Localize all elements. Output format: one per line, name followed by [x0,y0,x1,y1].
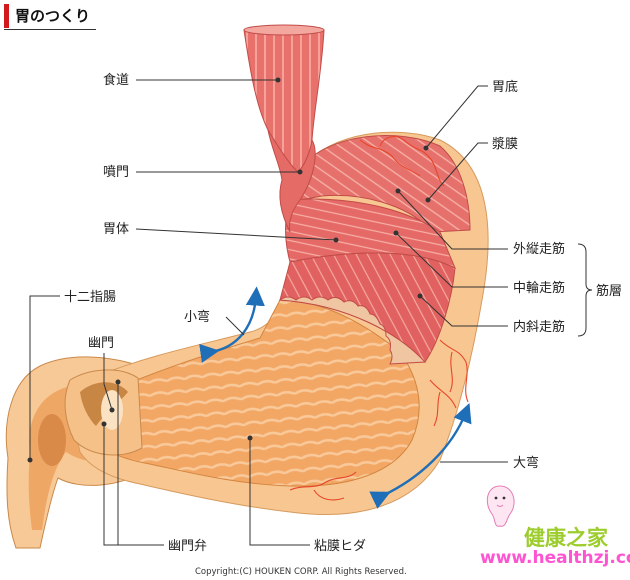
cut-edge [278,296,427,365]
title-bar: 胃のつくり [4,4,96,30]
label-fundus: 胃底 [492,79,518,95]
title-marker [4,4,9,28]
mascot-icon [486,485,515,527]
duodenum-lumen-shadow [38,414,66,466]
label-mucosal-folds: 粘膜ヒダ [314,539,366,554]
label-cardia: 噴門 [103,165,129,180]
label-greater-curvature: 大弯 [513,455,539,471]
copyright-notice: Copyright:(C) HOUKEN CORP. All Rights Re… [195,567,407,577]
label-serosa: 漿膜 [492,137,518,152]
label-lesser-curvature: 小弯 [184,309,210,325]
label-inner-oblique: 内斜走筋 [513,319,565,335]
label-esophagus: 食道 [103,72,129,88]
label-body: 胃体 [103,222,129,237]
title-underline [4,29,96,30]
leader-lines [29,79,593,546]
esophagus-opening [243,24,325,36]
greater-curvature-arrow[interactable] [369,403,472,509]
watermark-url[interactable]: www.healthzj.com [480,548,630,568]
label-pylorus: 幽門 [88,336,114,351]
label-outer-longitudinal: 外縦走筋 [513,241,565,257]
outer-longitudinal-muscle [299,135,471,233]
label-middle-circular: 中輪走筋 [513,280,565,296]
leader-dots [27,77,431,463]
page-title: 胃のつくり [15,7,91,25]
label-muscle-layer: 筋層 [596,283,622,299]
watermark-chinese: 健康之家 [524,526,608,550]
label-pyloric-valve: 幽門弁 [168,539,207,554]
label-duodenum: 十二指腸 [64,290,116,305]
